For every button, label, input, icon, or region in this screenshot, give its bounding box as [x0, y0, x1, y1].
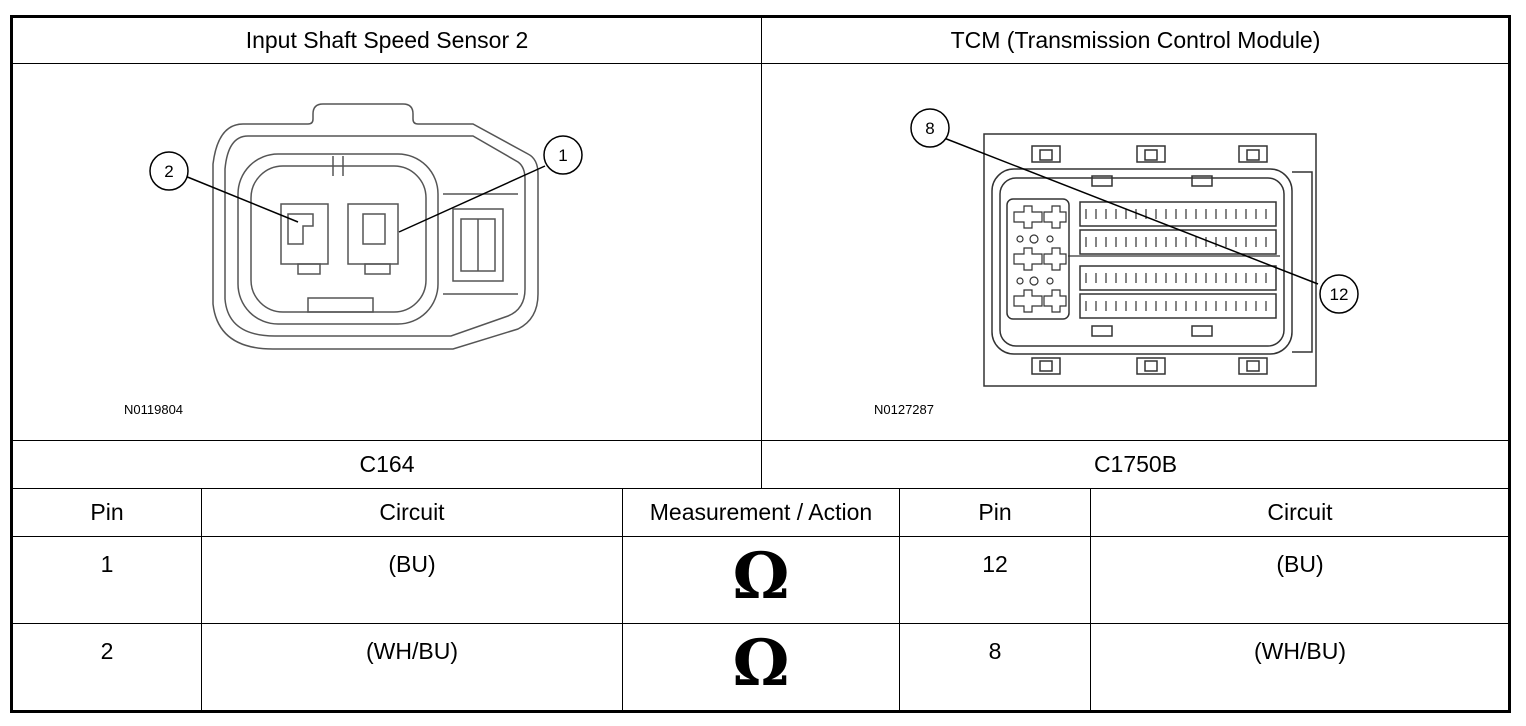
callout-label-12: 12	[1330, 285, 1349, 304]
divider	[622, 488, 623, 711]
right-connector-title: TCM (Transmission Control Module)	[950, 26, 1321, 53]
row1-pin-a: 1	[100, 551, 114, 577]
divider	[201, 488, 202, 711]
row1-circuit-a: (BU)	[388, 551, 436, 577]
row2-pin-a: 2	[100, 638, 114, 664]
callout-label-2: 2	[164, 162, 173, 181]
sensor-connector-diagram: 2 1	[149, 103, 583, 350]
divider	[1090, 488, 1091, 711]
ohm-measurement-icon: Ω	[732, 539, 790, 614]
header-measurement-action: Measurement / Action	[649, 499, 873, 525]
divider	[12, 488, 1509, 489]
callout-label-1: 1	[558, 146, 567, 165]
divider	[899, 488, 900, 711]
callout-circle	[149, 151, 189, 191]
header-pin-b: Pin	[978, 499, 1012, 525]
callout-circle	[543, 135, 583, 175]
divider	[12, 63, 1509, 64]
header-circuit-a: Circuit	[379, 499, 445, 525]
left-figure-code: N0119804	[124, 402, 184, 417]
header-pin-a: Pin	[90, 499, 124, 525]
divider	[12, 536, 1509, 537]
callout-label-8: 8	[925, 119, 934, 138]
callout-circle	[910, 108, 950, 148]
row2-circuit-b: (WH/BU)	[1254, 638, 1346, 664]
divider	[761, 17, 762, 489]
row1-circuit-b: (BU)	[1276, 551, 1324, 577]
left-connector-title: Input Shaft Speed Sensor 2	[245, 26, 529, 53]
right-figure-code: N0127287	[874, 402, 934, 417]
ohm-measurement-icon: Ω	[732, 626, 790, 701]
row2-pin-b: 8	[988, 638, 1002, 664]
row2-circuit-a: (WH/BU)	[366, 638, 458, 664]
pinout-table-frame	[10, 15, 1511, 713]
divider	[12, 440, 1509, 441]
right-connector-id: C1750B	[1093, 451, 1178, 477]
row1-pin-b: 12	[982, 551, 1008, 577]
callout-circle	[1319, 274, 1359, 314]
header-circuit-b: Circuit	[1267, 499, 1333, 525]
tcm-connector-diagram: 8 12	[910, 108, 1359, 387]
left-connector-id: C164	[359, 451, 415, 477]
divider	[12, 623, 1509, 624]
